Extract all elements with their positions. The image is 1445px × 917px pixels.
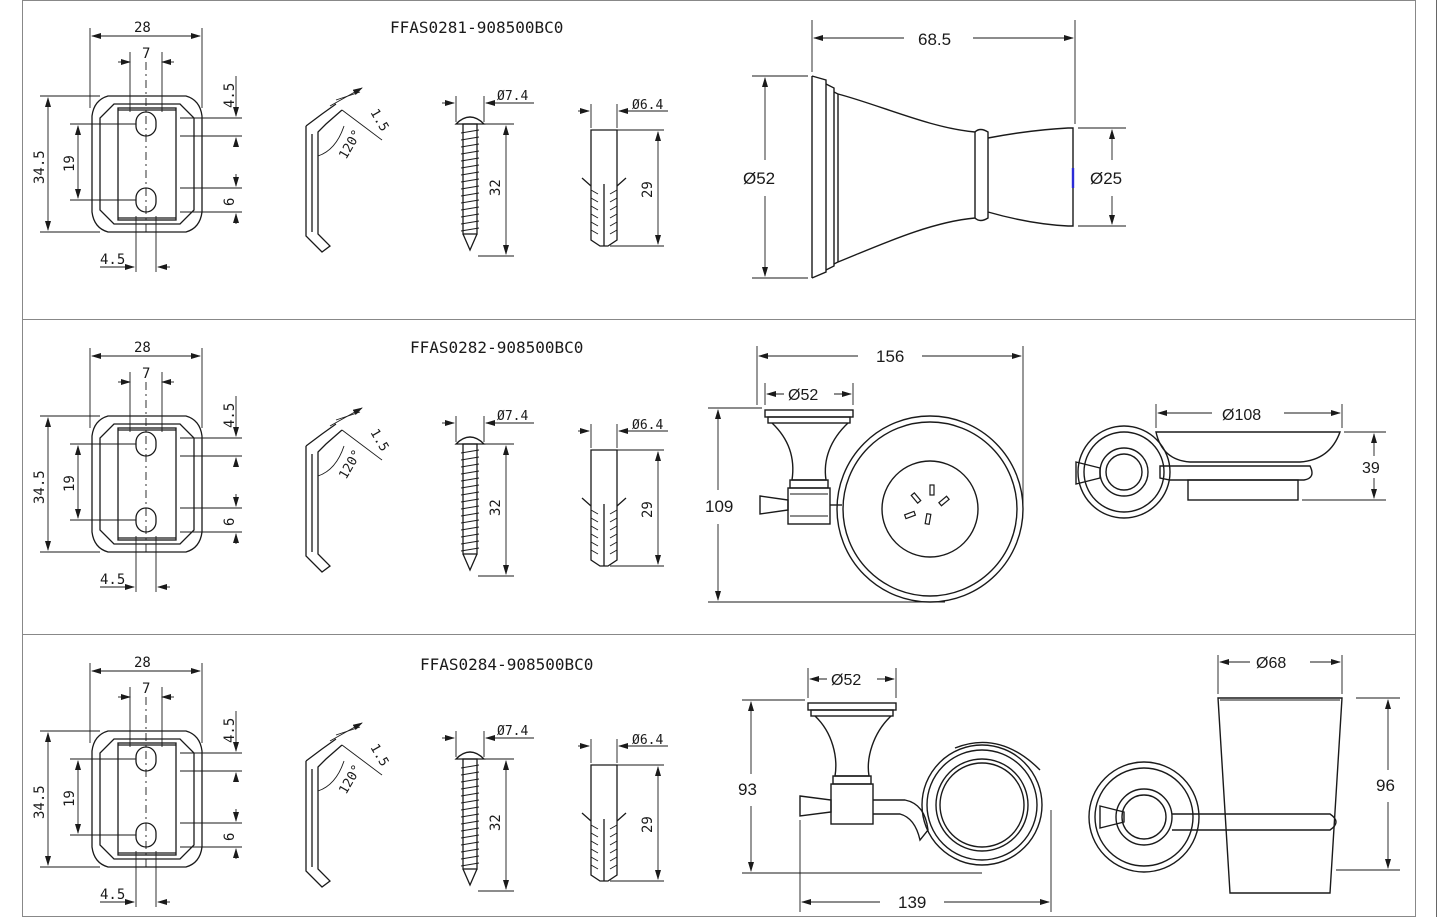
- soap-dish-side-drawing: [1075, 404, 1386, 519]
- dim-clip-angle: 120°: [336, 762, 365, 797]
- dim-slot-gap: 6: [222, 518, 238, 526]
- dim-clip-thickness: 1.5: [367, 427, 392, 455]
- dim-holder-height: 93: [738, 780, 757, 799]
- dim-anchor-diameter: Ø6.4: [632, 733, 663, 748]
- dim-slot-spacing: 19: [62, 475, 78, 492]
- dim-screw-diameter: Ø7.4: [497, 89, 528, 104]
- dim-bottom-offset: 4.5: [100, 572, 125, 588]
- clip-profile-drawing: [305, 87, 383, 253]
- dim-dish-diameter: Ø108: [1222, 407, 1261, 424]
- dim-bracket-height: 34.5: [32, 470, 48, 504]
- sheet-border: [22, 0, 1416, 917]
- dim-holder-flange: Ø52: [831, 672, 861, 689]
- robe-hook-drawing: [752, 20, 1126, 279]
- dim-soap-overall: 156: [876, 347, 904, 366]
- section-1: FFAS0281-908500BC0: [390, 18, 563, 37]
- screw-drawing: [442, 96, 534, 257]
- section-3: FFAS0284-908500BC0: [420, 655, 593, 674]
- soap-dish-front-drawing: [708, 346, 1024, 603]
- dim-tip-diameter: Ø25: [1090, 169, 1122, 188]
- dim-screw-diameter: Ø7.4: [497, 409, 528, 424]
- model-number: FFAS0284-908500BC0: [420, 655, 593, 674]
- dim-top-offset: 4.5: [222, 718, 238, 743]
- section-2: FFAS0282-908500BC0: [410, 338, 583, 357]
- dim-clip-thickness: 1.5: [367, 107, 392, 135]
- dim-anchor-length: 29: [640, 816, 656, 833]
- dim-slot-spacing: 19: [62, 790, 78, 807]
- dim-screw-length: 32: [488, 499, 504, 516]
- dim-anchor-length: 29: [640, 501, 656, 518]
- dim-anchor-diameter: Ø6.4: [632, 98, 663, 113]
- wall-anchor-drawing: [578, 739, 668, 882]
- dim-bracket-height: 34.5: [32, 785, 48, 819]
- dim-bottom-offset: 4.5: [100, 887, 125, 903]
- dim-screw-diameter: Ø7.4: [497, 724, 528, 739]
- dim-bracket-width: 28: [134, 340, 151, 356]
- screw-drawing: [442, 731, 534, 892]
- dim-anchor-diameter: Ø6.4: [632, 418, 663, 433]
- dim-anchor-length: 29: [640, 181, 656, 198]
- dim-clip-angle: 120°: [336, 447, 365, 482]
- wall-anchor-drawing: [578, 424, 668, 567]
- model-number: FFAS0282-908500BC0: [410, 338, 583, 357]
- tumbler-holder-front-drawing: [742, 668, 1052, 912]
- dim-top-offset: 4.5: [222, 403, 238, 428]
- dim-soap-flange: Ø52: [788, 387, 818, 404]
- dim-overall-length: 68.5: [918, 30, 951, 49]
- dim-slot-gap: 6: [222, 198, 238, 206]
- wall-anchor-drawing: [578, 104, 668, 247]
- dim-bracket-width: 28: [134, 20, 151, 36]
- dim-soap-height: 109: [705, 497, 733, 516]
- dim-bracket-height: 34.5: [32, 150, 48, 184]
- dim-slot-spacing: 19: [62, 155, 78, 172]
- dim-slot-width: 7: [142, 681, 150, 697]
- dim-base-diameter: Ø52: [743, 169, 775, 188]
- model-number: FFAS0281-908500BC0: [390, 18, 563, 37]
- dim-screw-length: 32: [488, 814, 504, 831]
- dim-slot-width: 7: [142, 46, 150, 62]
- dim-screw-length: 32: [488, 179, 504, 196]
- dim-clip-angle: 120°: [336, 127, 365, 162]
- mounting-bracket-drawing: [40, 28, 242, 272]
- dim-bottom-offset: 4.5: [100, 252, 125, 268]
- dim-holder-length: 139: [898, 893, 926, 912]
- dim-top-offset: 4.5: [222, 83, 238, 108]
- mounting-bracket-drawing: [40, 663, 242, 907]
- dim-tumbler-diameter: Ø68: [1256, 655, 1286, 672]
- screw-drawing: [442, 416, 534, 577]
- tumbler-holder-side-drawing: [1088, 655, 1400, 894]
- dim-tumbler-height: 96: [1376, 776, 1395, 795]
- dim-bracket-width: 28: [134, 655, 151, 671]
- dim-clip-thickness: 1.5: [367, 742, 392, 770]
- clip-profile-drawing: [305, 722, 383, 888]
- dim-slot-width: 7: [142, 366, 150, 382]
- clip-profile-drawing: [305, 407, 383, 573]
- mounting-bracket-drawing: [40, 348, 242, 592]
- dim-slot-gap: 6: [222, 833, 238, 841]
- dim-dish-depth: 39: [1362, 460, 1380, 477]
